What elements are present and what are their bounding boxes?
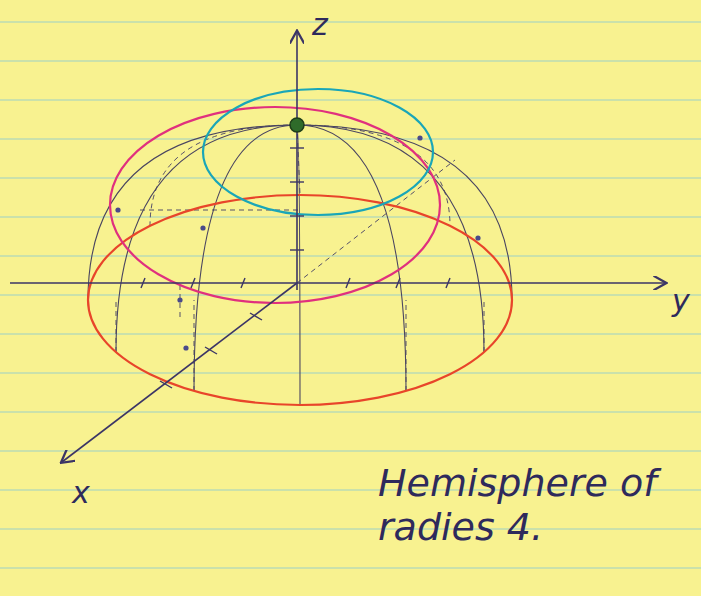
axis-ticks	[141, 148, 450, 388]
top-circle	[203, 89, 433, 215]
paper-rules	[0, 22, 701, 568]
caption-note: Hemisphere of radies 4.	[378, 462, 678, 549]
base-circle	[88, 195, 512, 405]
point-marks	[115, 135, 480, 350]
axis-label: z	[312, 8, 328, 43]
north-pole-dot	[290, 118, 304, 132]
axis-label: x	[72, 476, 90, 511]
middle-circle	[110, 107, 440, 303]
meridians	[88, 125, 512, 405]
axes	[10, 32, 665, 462]
axis-label: y	[672, 284, 690, 319]
